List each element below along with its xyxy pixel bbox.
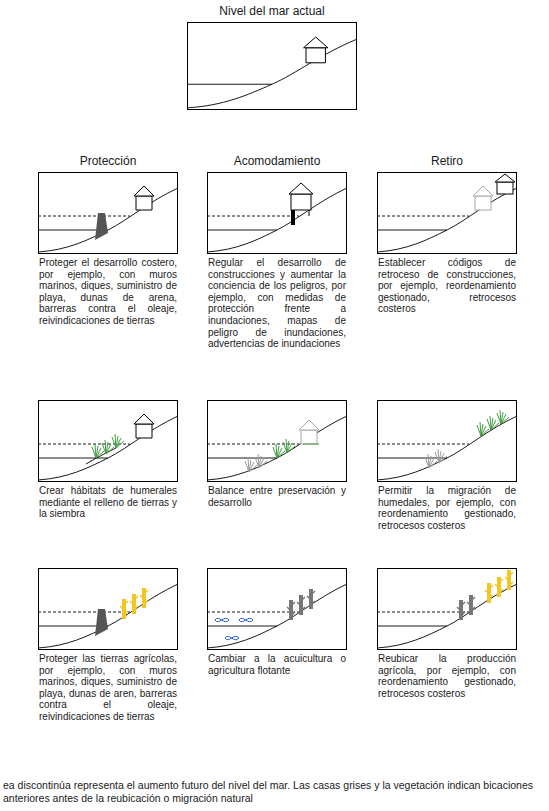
panel-heading: Nivel del mar actual (168, 4, 376, 18)
figure-caption: ea discontinúa representa el aumento fut… (3, 779, 546, 805)
panel-caption: Balance entre preservación y desarrollo (208, 485, 346, 508)
scenario-panel: ProtecciónProteger el desarrollo costero… (38, 172, 178, 254)
panel-caption: Establecer códigos de retroceso de const… (378, 257, 516, 315)
wetland-balance-scene (207, 416, 347, 480)
scenario-panel: Reubicar la producción agrícola, por eje… (377, 568, 517, 650)
protect-scene (38, 186, 178, 252)
panel-heading: Protección (19, 154, 197, 168)
retreat-scene (377, 174, 517, 252)
current-scene (187, 37, 357, 108)
aquaculture-scene (207, 584, 347, 648)
scenario-panel: Proteger las tierras agrícolas, por ejem… (38, 568, 178, 650)
panel-caption: Regular el desarrollo de construcciones … (208, 257, 346, 350)
farm-protect-scene (38, 584, 178, 648)
scenario-panel: Nivel del mar actual (187, 22, 357, 110)
wetland-create-scene (38, 414, 178, 480)
panel-caption: Crear hábitats de humerales mediante el … (39, 485, 177, 520)
scenario-panel: Crear hábitats de humerales mediante el … (38, 400, 178, 482)
panel-caption: Proteger las tierras agrícolas, por ejem… (39, 653, 177, 723)
farm-relocate-scene (377, 570, 517, 648)
panel-heading: Retiro (358, 154, 536, 168)
panel-caption: Proteger el desarrollo costero, por ejem… (39, 257, 177, 327)
panel-heading: Acomodamiento (188, 154, 366, 168)
scenario-panel: RetiroEstablecer códigos de retroceso de… (377, 172, 517, 254)
scenario-panel: Cambiar a la acuicultura o agricultura f… (207, 568, 347, 650)
scenario-panel: Balance entre preservación y desarrollo (207, 400, 347, 482)
accommodate-scene (207, 183, 347, 252)
scenario-panel: AcomodamientoRegular el desarrollo de co… (207, 172, 347, 254)
wetland-migrate-scene (377, 410, 517, 480)
panel-caption: Permitir la migración de humedales, por … (378, 485, 516, 531)
scenario-panel: Permitir la migración de humedales, por … (377, 400, 517, 482)
panel-caption: Reubicar la producción agrícola, por eje… (378, 653, 516, 699)
panel-caption: Cambiar a la acuicultura o agricultura f… (208, 653, 346, 676)
